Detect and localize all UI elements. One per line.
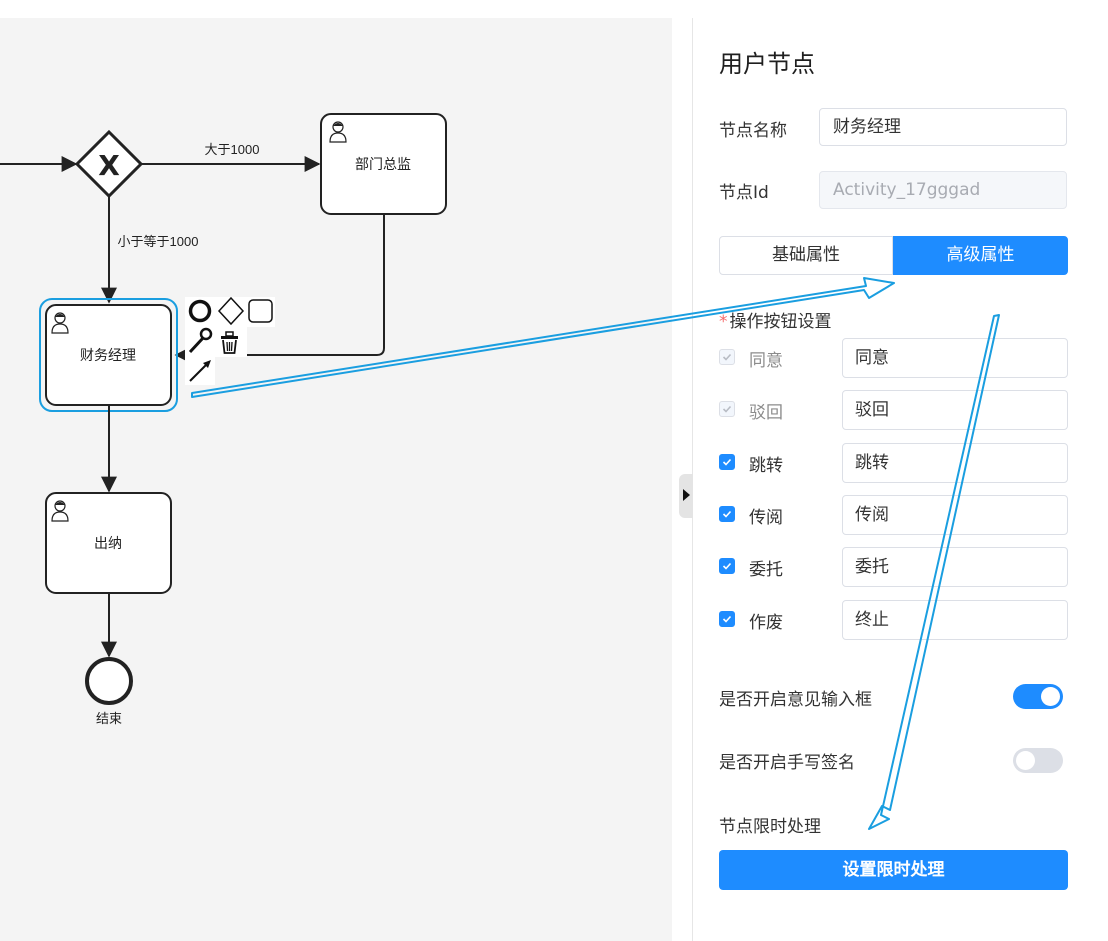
- agree-label: 同意: [749, 351, 783, 371]
- opinion-switch[interactable]: [1013, 684, 1063, 709]
- tab-advanced-properties[interactable]: 高级属性: [893, 236, 1068, 275]
- caret-right-icon: [683, 489, 690, 501]
- reject-checkbox: [719, 401, 735, 417]
- node-id-input: Activity_17gggad: [819, 171, 1067, 209]
- delegate-label: 委托: [749, 560, 783, 580]
- bpmn-diagram: X 大于1000 小于等于1000 部门总监: [0, 113, 447, 726]
- task-finance-manager-label: 财务经理: [80, 347, 136, 363]
- exclusive-gateway[interactable]: X: [74, 129, 144, 199]
- circulate-checkbox[interactable]: [719, 506, 735, 522]
- node-name-input[interactable]: 财务经理: [819, 108, 1067, 146]
- bpmn-canvas[interactable]: X 大于1000 小于等于1000 部门总监: [0, 18, 672, 941]
- agree-checkbox: [719, 349, 735, 365]
- reject-input[interactable]: 驳回: [842, 390, 1068, 430]
- switch-knob: [1041, 687, 1060, 706]
- node-name-label: 节点名称: [719, 121, 787, 141]
- buttons-section-label: *操作按钮设置: [719, 307, 832, 332]
- user-icon: [51, 312, 69, 334]
- task-director[interactable]: 部门总监: [320, 113, 447, 215]
- flow-greater-label: 大于1000: [205, 142, 260, 157]
- option-row-delegate: 委托 委托: [719, 547, 1068, 587]
- buttons-section-text: 操作按钮设置: [729, 312, 832, 332]
- end-event-label: 结束: [96, 711, 122, 726]
- set-time-limit-button[interactable]: 设置限时处理: [719, 850, 1068, 890]
- tab-basic-properties[interactable]: 基础属性: [719, 236, 893, 275]
- task-finance-manager[interactable]: 财务经理: [39, 298, 178, 412]
- option-row-void: 作废 终止: [719, 600, 1068, 640]
- switch-knob: [1016, 751, 1035, 770]
- task-director-label: 部门总监: [355, 156, 411, 172]
- option-row-circulate: 传阅 传阅: [719, 495, 1068, 535]
- void-input[interactable]: 终止: [842, 600, 1068, 640]
- jump-label: 跳转: [749, 456, 783, 476]
- reject-label: 驳回: [749, 403, 783, 423]
- panel-collapse-toggle[interactable]: [679, 474, 693, 518]
- opinion-switch-label: 是否开启意见输入框: [719, 690, 872, 710]
- required-mark: *: [719, 312, 728, 332]
- jump-input[interactable]: 跳转: [842, 443, 1068, 483]
- flow-less-equal-label: 小于等于1000: [118, 234, 199, 249]
- jump-checkbox[interactable]: [719, 454, 735, 470]
- void-checkbox[interactable]: [719, 611, 735, 627]
- option-row-jump: 跳转 跳转: [719, 443, 1068, 483]
- gateway-symbol: X: [98, 149, 120, 182]
- option-row-agree: 同意 同意: [719, 338, 1068, 378]
- node-id-label: 节点Id: [719, 183, 769, 203]
- circulate-input[interactable]: 传阅: [842, 495, 1068, 535]
- time-limit-label: 节点限时处理: [719, 817, 821, 837]
- option-row-reject: 驳回 驳回: [719, 390, 1068, 430]
- task-cashier-label: 出纳: [94, 535, 122, 551]
- context-pad[interactable]: [185, 296, 275, 385]
- agree-input[interactable]: 同意: [842, 338, 1068, 378]
- circulate-label: 传阅: [749, 508, 783, 528]
- delegate-input[interactable]: 委托: [842, 547, 1068, 587]
- property-tabs: 基础属性 高级属性: [719, 236, 1068, 275]
- user-icon: [51, 500, 69, 522]
- signature-switch[interactable]: [1013, 748, 1063, 773]
- void-label: 作废: [749, 613, 783, 633]
- end-event[interactable]: 结束: [85, 657, 133, 726]
- signature-switch-label: 是否开启手写签名: [719, 753, 855, 773]
- delegate-checkbox[interactable]: [719, 558, 735, 574]
- panel-title: 用户节点: [719, 50, 815, 78]
- task-cashier[interactable]: 出纳: [45, 492, 172, 594]
- user-icon: [329, 121, 347, 143]
